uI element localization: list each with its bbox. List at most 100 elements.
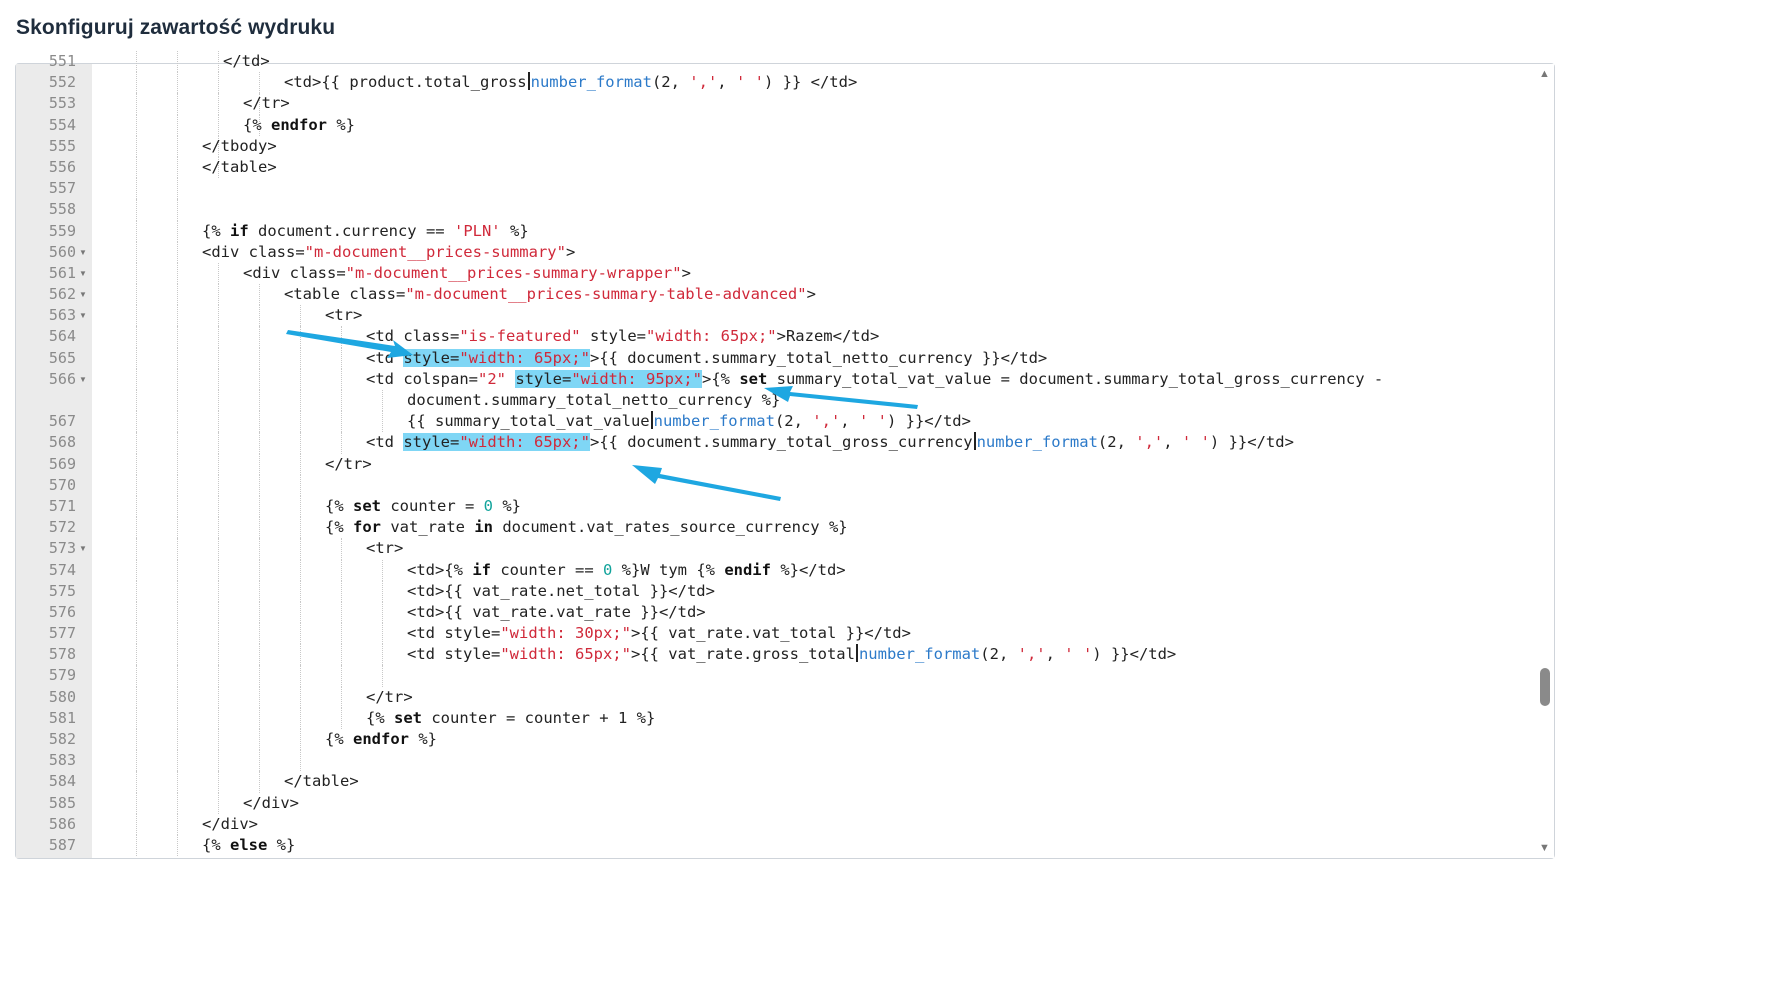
scroll-down-arrow-icon[interactable]: ▼ xyxy=(1539,842,1550,854)
code-text[interactable]: <td style="width: 65px;">{{ document.sum… xyxy=(366,432,1294,452)
code-line[interactable]: 581{% set counter = counter + 1 %} xyxy=(16,707,1554,729)
code-text[interactable]: {% if document.currency == 'PLN' %} xyxy=(202,221,529,240)
code-line[interactable]: 587{% else %} xyxy=(16,834,1554,857)
code-text[interactable]: </table> xyxy=(202,157,277,176)
code-text[interactable]: <td style="width: 65px;">{{ vat_rate.gro… xyxy=(407,644,1177,664)
code-line[interactable]: 557 xyxy=(16,178,1554,200)
code-line[interactable]: 580</tr> xyxy=(16,686,1554,708)
code-line[interactable]: 585</div> xyxy=(16,792,1554,814)
code-line[interactable]: 558 xyxy=(16,199,1554,221)
code-text[interactable]: <td>{{ vat_rate.net_total }}</td> xyxy=(407,581,715,600)
code-line[interactable]: 584 </table> xyxy=(16,771,1554,793)
code-text[interactable]: <td style="width: 30px;">{{ vat_rate.vat… xyxy=(407,624,911,643)
code-line[interactable]: 572{% for vat_rate in document.vat_rates… xyxy=(16,517,1554,539)
code-line[interactable]: 564<td class="is-featured" style="width:… xyxy=(16,326,1554,348)
indent-guide xyxy=(300,517,301,539)
code-line[interactable]: 578<td style="width: 65px;">{{ vat_rate.… xyxy=(16,644,1554,666)
code-text[interactable]: <td style="width: 65px;">{{ document.sum… xyxy=(366,348,1048,367)
code-line[interactable]: 559{% if document.currency == 'PLN' %} xyxy=(16,220,1554,242)
line-number: 584 xyxy=(48,772,76,791)
fold-chevron-icon[interactable]: ▼ xyxy=(79,268,87,278)
vertical-scrollbar[interactable]: ▲ ▼ xyxy=(1536,64,1554,858)
code-text[interactable]: <td colspan="2" style="width: 95px;">{% … xyxy=(366,369,1384,388)
code-text[interactable]: <td>{% if counter == 0 %}W tym {% endif … xyxy=(407,560,846,579)
code-text[interactable]: </tbody> xyxy=(202,136,277,155)
code-text[interactable]: </tr> xyxy=(366,687,413,706)
code-line[interactable]: 569 </tr> xyxy=(16,453,1554,475)
code-line[interactable]: 553</tr> xyxy=(16,93,1554,115)
code-line[interactable]: 562▼<table class="m-document__prices-sum… xyxy=(16,284,1554,306)
code-text[interactable]: <table class="m-document__prices-summary… xyxy=(284,285,816,304)
code-line[interactable]: 575 <td>{{ vat_rate.net_total }}</td> xyxy=(16,580,1554,602)
indent-guide xyxy=(136,580,137,602)
code-text[interactable]: <tr> xyxy=(366,539,404,558)
code-line[interactable]: 568<td style="width: 65px;">{{ document.… xyxy=(16,432,1554,454)
code-line[interactable]: 560▼<div class="m-document__prices-summa… xyxy=(16,241,1554,263)
fold-chevron-icon[interactable]: ▼ xyxy=(79,247,87,257)
fold-chevron-icon[interactable]: ▼ xyxy=(79,290,87,300)
code-line[interactable]: 577<td style="width: 30px;">{{ vat_rate.… xyxy=(16,623,1554,645)
code-text[interactable]: </div> xyxy=(202,814,258,833)
code-text[interactable]: {% endfor %} xyxy=(325,730,437,748)
code-text[interactable]: {% endfor %} xyxy=(243,115,355,134)
code-text[interactable]: </tr> xyxy=(243,94,290,113)
code-text[interactable]: {% else %} xyxy=(202,835,296,854)
code-line[interactable]: 556</table> xyxy=(16,156,1554,179)
indent-guide xyxy=(218,432,219,454)
code-text[interactable]: </td> xyxy=(223,52,270,70)
code-text[interactable]: <td class="is-featured" style="width: 65… xyxy=(366,327,880,346)
fold-chevron-icon[interactable]: ▼ xyxy=(79,311,87,321)
code-line[interactable]: 566▼<td colspan="2" style="width: 95px;"… xyxy=(16,368,1554,390)
indent-guide xyxy=(341,686,342,708)
code-line[interactable]: 563▼<tr> xyxy=(16,305,1554,327)
indent-guide xyxy=(300,474,301,496)
line-number: 569 xyxy=(48,454,76,473)
fold-chevron-icon[interactable]: ▼ xyxy=(79,374,87,384)
code-line[interactable]: 574 <td>{% if counter == 0 %}W tym {% end… xyxy=(16,559,1554,581)
indent-guide xyxy=(300,623,301,645)
scroll-up-arrow-icon[interactable]: ▲ xyxy=(1539,68,1550,80)
fold-chevron-icon[interactable]: ▼ xyxy=(79,544,87,554)
code-line[interactable]: document.summary_total_netto_currency %} xyxy=(16,390,1554,412)
code-line[interactable]: 583 xyxy=(16,750,1554,772)
indent-guide xyxy=(300,453,301,475)
indent-guide xyxy=(177,368,178,390)
code-line[interactable]: 573▼<tr> xyxy=(16,538,1554,560)
code-line[interactable]: 565<td style="width: 65px;">{{ document.… xyxy=(16,347,1554,369)
code-text[interactable]: <td>{{ vat_rate.vat_rate }}</td> xyxy=(407,602,706,621)
code-line[interactable]: 586</div> xyxy=(16,813,1554,835)
code-text[interactable]: document.summary_total_netto_currency %} xyxy=(407,391,781,409)
code-line[interactable]: 579 xyxy=(16,665,1554,687)
code-text[interactable]: <div class="m-document__prices-summary"> xyxy=(202,242,576,261)
code-text[interactable]: {% set counter = counter + 1 %} xyxy=(366,708,656,727)
indent-guide xyxy=(177,453,178,475)
indent-guide xyxy=(259,305,260,327)
code-line[interactable]: 561▼<div class="m-document__prices-summa… xyxy=(16,262,1554,285)
code-text[interactable]: {% set counter = 0 %} xyxy=(325,496,521,515)
code-line[interactable]: 582{% endfor %} xyxy=(16,729,1554,751)
scrollbar-thumb[interactable] xyxy=(1540,668,1550,706)
code-text[interactable]: </table> xyxy=(284,772,359,791)
code-text[interactable]: <div class="m-document__prices-summary-w… xyxy=(243,263,691,282)
line-number: 575 xyxy=(48,581,76,600)
code-text[interactable]: {% for vat_rate in document.vat_rates_so… xyxy=(325,518,848,537)
code-text[interactable]: </tr> xyxy=(325,454,372,473)
code-line[interactable]: 571{% set counter = 0 %} xyxy=(16,495,1554,518)
indent-guide xyxy=(341,432,342,454)
code-line[interactable]: 570 xyxy=(16,474,1554,496)
code-line[interactable]: 551</td> xyxy=(16,51,1554,73)
indent-guide xyxy=(300,495,301,518)
line-number: 574 xyxy=(48,560,76,579)
code-text[interactable]: </div> xyxy=(243,793,299,812)
code-text[interactable]: <tr> xyxy=(325,306,363,325)
code-line[interactable]: 554{% endfor %} xyxy=(16,114,1554,136)
code-line[interactable]: 576<td>{{ vat_rate.vat_rate }}</td> xyxy=(16,601,1554,624)
code-line[interactable]: 555</tbody> xyxy=(16,135,1554,157)
indent-guide xyxy=(259,644,260,666)
